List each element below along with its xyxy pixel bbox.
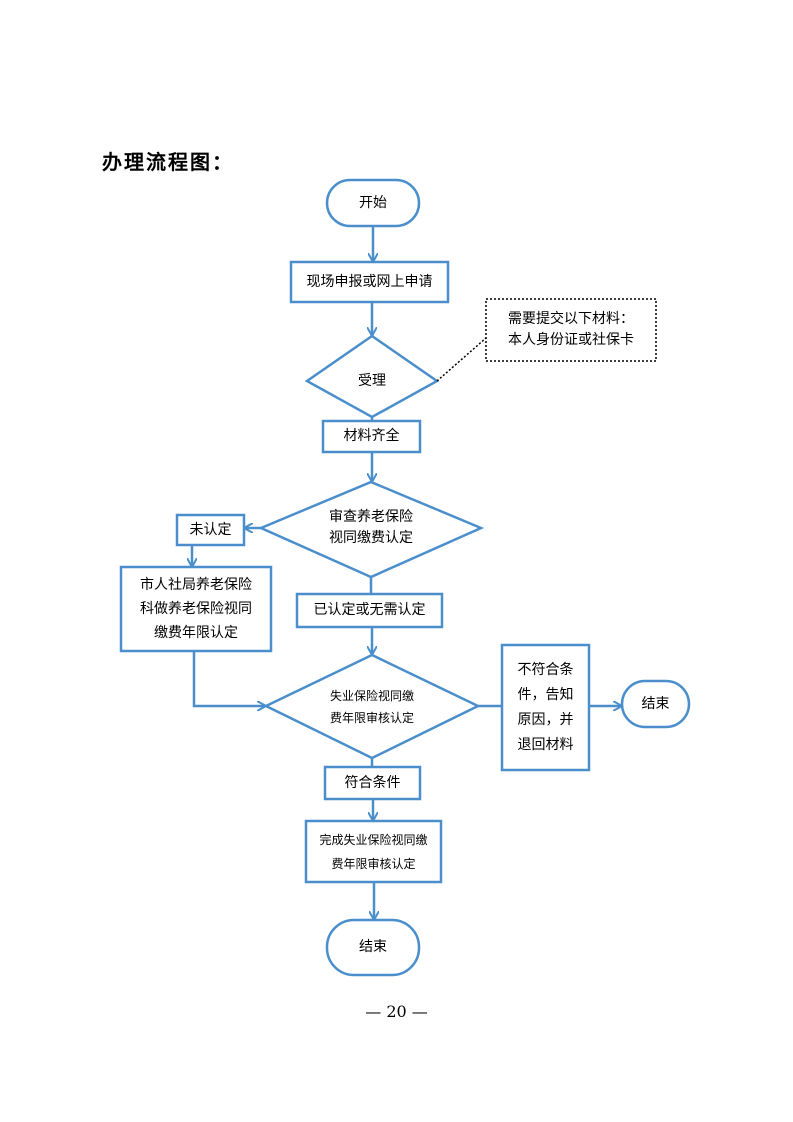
not-certified-box — [175, 513, 246, 547]
accept-label: 受理 — [358, 372, 386, 389]
city-label-line1: 市人社局养老保险 — [140, 577, 252, 593]
review-label-line1: 审查养老保险 — [329, 509, 413, 525]
materials-note-line1: 需要提交以下材料： — [508, 311, 634, 327]
note-connector — [436, 337, 487, 382]
review-label-line2: 视同缴费认定 — [329, 530, 413, 546]
complete-label-line2: 费年限审核认定 — [331, 856, 416, 871]
reject-label-line2: 件，告知 — [517, 686, 574, 703]
end-right-label: 结束 — [641, 695, 670, 712]
reject-label-line3: 原因，并 — [517, 711, 574, 728]
not-certified-label: 未认定 — [189, 521, 232, 538]
qualified-label: 符合条件 — [344, 774, 401, 791]
unemployment-label-line1: 失业保险视同缴 — [329, 689, 414, 703]
reject-label-line4: 退回材料 — [517, 736, 574, 753]
certified-box — [295, 592, 444, 629]
materials-note: 需要提交以下材料： 本人身份证或社保卡 — [486, 299, 656, 361]
materials-note-line2: 本人身份证或社保卡 — [508, 332, 634, 348]
start-label: 开始 — [359, 194, 387, 211]
complete-box — [304, 819, 443, 884]
city-certification-box — [119, 565, 273, 653]
materials-note-box — [485, 298, 657, 362]
unemployment-label-line2: 费年限审核认定 — [329, 711, 414, 725]
end-bottom-label: 结束 — [359, 939, 387, 955]
reject-box — [500, 643, 591, 772]
arrow-city-unemployment — [192, 651, 265, 706]
reject-label-line1: 不符合条 — [517, 661, 574, 678]
page-title: 办理流程图： — [102, 150, 234, 174]
materials-complete-label: 材料齐全 — [343, 428, 400, 444]
certified-label: 已认定或无需认定 — [313, 602, 426, 618]
reject-label: 不符合条 件，告知 原因，并 退回材料 — [502, 645, 589, 770]
city-label-line2: 科做养老保险视同 — [140, 601, 252, 617]
apply-label: 现场申报或网上申请 — [306, 273, 433, 290]
complete-label-line1: 完成失业保险视同缴 — [319, 832, 428, 847]
unemployment-review-label: 失业保险视同缴 费年限审核认定 — [312, 684, 432, 730]
page-number: — 20 — — [365, 1002, 428, 1021]
city-label-line3: 缴费年限认定 — [154, 625, 238, 641]
review-label: 审查养老保险 视同缴费认定 — [301, 505, 441, 551]
complete-label: 完成失业保险视同缴 费年限审核认定 — [306, 821, 441, 882]
city-certification-label: 市人社局养老保险 科做养老保险视同 缴费年限认定 — [121, 567, 271, 651]
